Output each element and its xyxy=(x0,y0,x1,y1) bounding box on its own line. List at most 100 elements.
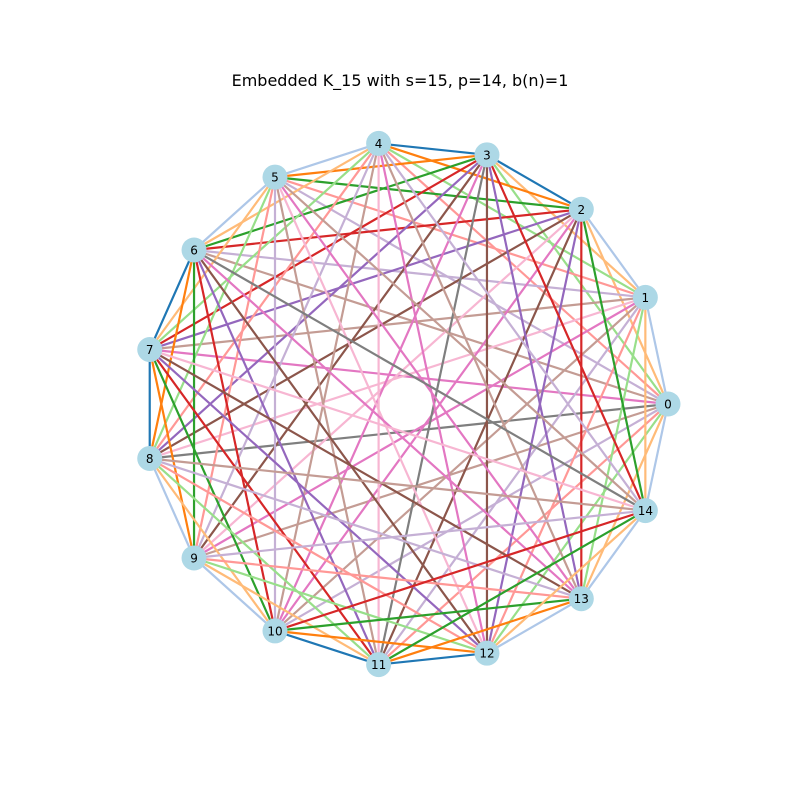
edge-1-4 xyxy=(377,142,647,299)
edge-11-12 xyxy=(377,652,489,666)
edge-7-9 xyxy=(148,348,196,560)
chart-title: Embedded K_15 with s=15, p=14, b(n)=1 xyxy=(231,71,569,90)
node-label: 13 xyxy=(574,592,589,606)
node-1: 1 xyxy=(632,284,658,310)
node-label: 4 xyxy=(375,137,383,151)
edge-0-11 xyxy=(377,402,670,666)
node-circle xyxy=(181,237,207,263)
edge-2-11 xyxy=(377,208,583,666)
edge-0-10 xyxy=(273,402,670,632)
edge-1-11 xyxy=(377,296,647,666)
node-circle xyxy=(366,652,392,678)
edge-3-9 xyxy=(192,153,489,560)
edge-6-12 xyxy=(192,248,489,655)
edge-5-11 xyxy=(273,176,380,666)
node-12: 12 xyxy=(474,640,500,666)
node-5: 5 xyxy=(262,164,288,190)
node-label: 0 xyxy=(664,398,672,412)
edge-4-13 xyxy=(377,142,583,600)
node-circle xyxy=(262,618,288,644)
edge-8-9 xyxy=(148,457,196,560)
edge-0-3 xyxy=(485,153,670,406)
node-label: 14 xyxy=(638,504,653,518)
node-2: 2 xyxy=(568,196,594,222)
edge-4-7 xyxy=(148,142,380,351)
edge-7-11 xyxy=(148,348,380,666)
edge-6-7 xyxy=(148,248,196,351)
node-14: 14 xyxy=(632,498,658,524)
edge-7-14 xyxy=(148,348,647,512)
node-label: 6 xyxy=(190,244,198,258)
edge-2-4 xyxy=(377,142,583,211)
node-label: 5 xyxy=(271,171,279,185)
node-circle xyxy=(474,142,500,168)
edge-4-10 xyxy=(273,142,380,632)
edge-10-14 xyxy=(273,509,647,632)
edge-6-10 xyxy=(192,248,277,632)
edge-4-6 xyxy=(192,142,380,252)
edge-1-12 xyxy=(485,296,647,655)
edge-9-13 xyxy=(192,556,583,600)
node-label: 12 xyxy=(479,647,494,661)
edge-0-13 xyxy=(580,402,670,600)
node-circle xyxy=(181,545,207,571)
node-circle xyxy=(262,164,288,190)
edge-0-14 xyxy=(644,402,670,512)
edge-7-10 xyxy=(148,348,277,632)
node-10: 10 xyxy=(262,618,288,644)
node-circle xyxy=(568,586,594,612)
node-label: 11 xyxy=(371,658,386,672)
edge-9-14 xyxy=(192,509,647,560)
edge-9-10 xyxy=(192,556,277,632)
edge-3-5 xyxy=(273,153,489,179)
edge-4-9 xyxy=(192,142,380,560)
edge-10-11 xyxy=(273,629,380,666)
edge-3-13 xyxy=(485,153,583,600)
edge-2-5 xyxy=(273,176,583,211)
edge-9-11 xyxy=(192,556,380,666)
edge-13-14 xyxy=(580,509,647,600)
node-label: 9 xyxy=(190,551,198,565)
edge-0-9 xyxy=(192,402,670,560)
node-7: 7 xyxy=(137,337,163,363)
edge-1-6 xyxy=(192,248,647,299)
edge-1-2 xyxy=(580,208,647,299)
node-9: 9 xyxy=(181,545,207,571)
node-label: 2 xyxy=(577,203,585,217)
edge-3-4 xyxy=(377,142,489,156)
edge-10-12 xyxy=(273,629,489,655)
edge-layer xyxy=(148,142,670,666)
edge-5-14 xyxy=(273,176,647,512)
edge-5-6 xyxy=(192,176,277,252)
edge-3-7 xyxy=(148,153,489,351)
edge-0-1 xyxy=(644,296,670,406)
edge-0-12 xyxy=(485,402,670,655)
edge-1-7 xyxy=(148,296,647,351)
edge-8-11 xyxy=(148,457,380,666)
node-11: 11 xyxy=(366,652,392,678)
edge-2-14 xyxy=(580,208,647,512)
edge-8-10 xyxy=(148,457,277,632)
node-4: 4 xyxy=(366,130,392,156)
edge-6-11 xyxy=(192,248,380,666)
node-0: 0 xyxy=(655,391,681,417)
edge-2-8 xyxy=(148,208,583,460)
edge-2-7 xyxy=(148,208,583,351)
node-label: 7 xyxy=(146,343,154,357)
edge-5-7 xyxy=(148,176,277,351)
node-8: 8 xyxy=(137,445,163,471)
edge-3-8 xyxy=(148,153,489,460)
edge-11-13 xyxy=(377,597,583,666)
edge-6-13 xyxy=(192,248,583,600)
edge-0-5 xyxy=(273,176,670,406)
node-label: 3 xyxy=(483,148,491,162)
edge-11-14 xyxy=(377,509,647,666)
edge-9-12 xyxy=(192,556,489,655)
edge-3-6 xyxy=(192,153,489,252)
edge-6-14 xyxy=(192,248,647,512)
edge-4-14 xyxy=(377,142,647,512)
edge-1-13 xyxy=(580,296,647,600)
edge-8-12 xyxy=(148,457,489,655)
node-label: 10 xyxy=(267,624,282,638)
